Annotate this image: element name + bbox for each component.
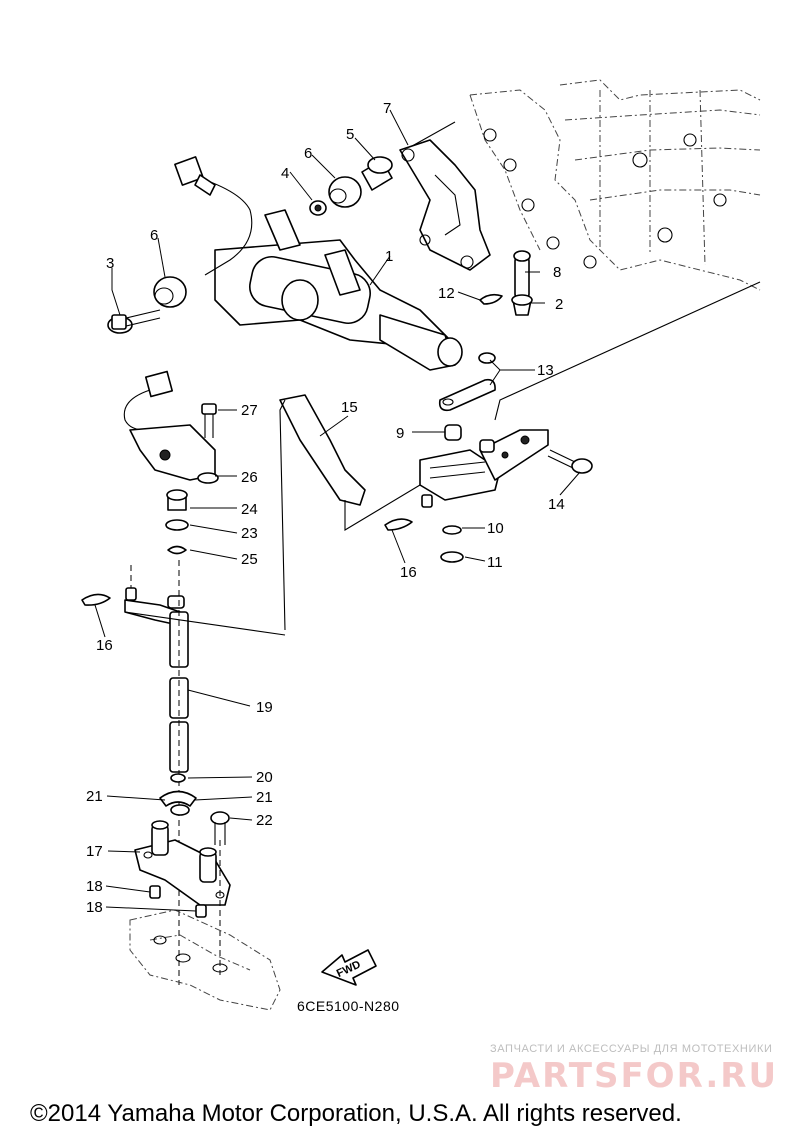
callout-20: 20 bbox=[256, 769, 273, 786]
shift-rod-assembly bbox=[174, 156, 463, 371]
callout-12: 12 bbox=[438, 285, 455, 302]
callout-24: 24 bbox=[241, 501, 258, 518]
callout-8: 8 bbox=[553, 264, 561, 281]
callout-23: 23 bbox=[241, 525, 258, 542]
watermark-tagline: ЗАПЧАСТИ И АКСЕССУАРЫ ДЛЯ МОТОТЕХНИКИ bbox=[490, 1043, 773, 1055]
clip-21 bbox=[159, 790, 197, 816]
rod-15-frame bbox=[344, 484, 421, 531]
callout-15: 15 bbox=[341, 399, 358, 416]
callouts: 1 2 3 4 5 6 6 7 8 9 10 11 12 13 14 15 16… bbox=[86, 100, 565, 916]
collar-2 bbox=[511, 294, 533, 316]
callout-11: 11 bbox=[487, 554, 503, 571]
grommet-6-left bbox=[153, 276, 187, 308]
o-ring-20 bbox=[170, 773, 186, 783]
callout-5: 5 bbox=[346, 126, 354, 143]
callout-13: 13 bbox=[537, 362, 554, 379]
rod-15-link bbox=[279, 399, 286, 631]
leader-block-to-lever bbox=[494, 281, 761, 421]
callout-1: 1 bbox=[385, 248, 393, 265]
watermark-logo: PARTSFOR.RU bbox=[490, 1056, 779, 1096]
bushing-24 bbox=[166, 489, 188, 511]
callout-3: 3 bbox=[106, 255, 114, 272]
callout-25: 25 bbox=[241, 551, 258, 568]
washer-23 bbox=[165, 519, 189, 531]
collar-5 bbox=[361, 156, 393, 191]
arm-link-line bbox=[124, 611, 286, 636]
callout-6-right: 6 bbox=[304, 145, 312, 162]
copyright-notice: ©2014 Yamaha Motor Corporation, U.S.A. A… bbox=[30, 1100, 682, 1127]
callout-27: 27 bbox=[241, 402, 258, 419]
callout-9: 9 bbox=[396, 425, 404, 442]
lower-housing-outline bbox=[129, 909, 281, 1011]
callout-2: 2 bbox=[555, 296, 563, 313]
bracket-7 bbox=[399, 139, 491, 271]
callout-14: 14 bbox=[548, 496, 565, 513]
bracket-17 bbox=[134, 820, 231, 906]
callout-18-a: 18 bbox=[86, 878, 103, 895]
screw-27 bbox=[201, 403, 217, 438]
callout-7: 7 bbox=[383, 100, 391, 117]
reference-code: 6CE5100-N280 bbox=[297, 998, 400, 1014]
callout-26: 26 bbox=[241, 469, 258, 486]
engine-block-outline bbox=[469, 79, 761, 291]
callout-4: 4 bbox=[281, 165, 289, 182]
bolt-14 bbox=[547, 449, 593, 474]
callout-10: 10 bbox=[487, 520, 504, 537]
fwd-arrow-icon: FWD bbox=[321, 949, 377, 986]
clip-16-right bbox=[384, 518, 413, 531]
callout-21-right: 21 bbox=[256, 789, 273, 806]
leader-lines bbox=[94, 109, 581, 912]
grommet-6-right bbox=[328, 176, 362, 208]
pin-8 bbox=[513, 250, 531, 301]
circlip-25 bbox=[167, 545, 187, 555]
callout-17: 17 bbox=[86, 843, 103, 860]
sensor-26 bbox=[123, 370, 219, 484]
dowel-18-a bbox=[149, 885, 161, 899]
clip-16-left bbox=[81, 593, 111, 606]
washer-4 bbox=[309, 200, 327, 216]
callout-18-b: 18 bbox=[86, 899, 103, 916]
callout-16-right: 16 bbox=[400, 564, 417, 581]
bolt-22 bbox=[210, 811, 230, 845]
callout-21-left: 21 bbox=[86, 788, 103, 805]
callout-19: 19 bbox=[256, 699, 273, 716]
clip-12 bbox=[479, 293, 503, 305]
dowel-18-b bbox=[195, 904, 207, 918]
bolt-3 bbox=[107, 309, 161, 334]
callout-6-left: 6 bbox=[150, 227, 158, 244]
pin-lever bbox=[421, 494, 433, 508]
callout-16-left: 16 bbox=[96, 637, 113, 654]
rod-15 bbox=[279, 394, 366, 506]
lever-assembly bbox=[419, 424, 549, 563]
callout-22: 22 bbox=[256, 812, 273, 829]
